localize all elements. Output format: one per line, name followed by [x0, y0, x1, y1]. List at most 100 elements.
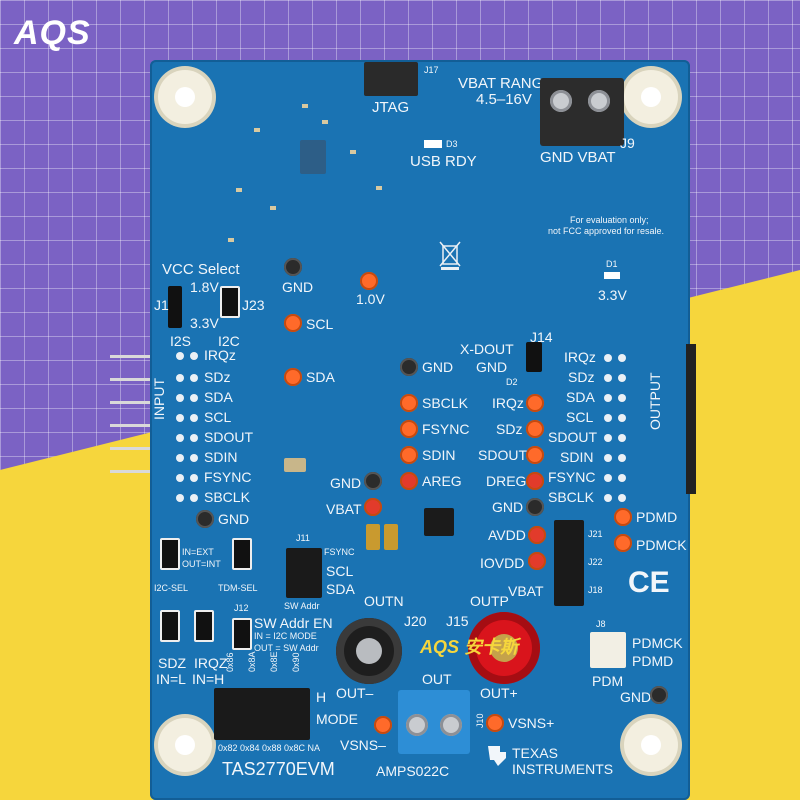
testpoint-avdd	[528, 526, 546, 544]
gnd-tp1-label: GND	[282, 279, 314, 295]
out-pin-2: SDA	[566, 389, 595, 405]
mounting-hole	[624, 70, 678, 124]
jumper-tdm-sel[interactable]	[232, 538, 252, 570]
tdm-sel-label: TDM-SEL	[218, 583, 258, 593]
irqz-label: IRQZ	[194, 655, 228, 671]
bga-chip	[300, 140, 326, 174]
testpoint-irqz	[526, 394, 544, 412]
header-j1	[168, 286, 182, 328]
smd-part	[228, 238, 234, 242]
crystal-c88	[284, 458, 306, 472]
testpoint-gnd	[196, 510, 214, 528]
pin-dot	[190, 454, 198, 462]
header-pin	[110, 470, 152, 473]
pin-dot	[604, 474, 612, 482]
tas2770-ic	[424, 508, 454, 536]
fsync-label: FSYNC	[422, 421, 470, 437]
gnd-x-label: GND	[476, 359, 508, 375]
header-j21-j22-j18	[554, 520, 584, 606]
header-j14	[526, 342, 542, 372]
out-plus-label: OUT+	[480, 685, 518, 701]
testpoint-gnd	[284, 258, 302, 276]
pin-dot	[190, 414, 198, 422]
jumper-i2c-sel[interactable]	[160, 538, 180, 570]
out-pin-7: SBCLK	[548, 489, 594, 505]
vbat-range-label: VBAT RANGE	[458, 75, 554, 92]
in-pin-0: IRQz	[204, 347, 236, 363]
vsns-plus-label: VSNS+	[508, 715, 555, 731]
header-pin	[110, 355, 152, 358]
right-edge-header	[686, 344, 696, 494]
j12-label: J12	[234, 603, 249, 613]
pin-dot	[190, 494, 198, 502]
smd-part	[236, 188, 242, 192]
j18-label: J18	[588, 585, 603, 595]
testpoint-scl	[284, 314, 302, 332]
fcc-notice-line1: For evaluation only;	[570, 215, 649, 225]
ti-line1: TEXAS	[512, 745, 558, 761]
pin-dot	[604, 434, 612, 442]
pin-dot	[618, 414, 626, 422]
i2s-label: I2S	[170, 333, 192, 349]
x-dout-label: X-DOUT	[460, 341, 514, 357]
j22-label: J22	[588, 557, 603, 567]
outp-label: OUTP	[470, 593, 509, 609]
header-pin	[110, 424, 152, 427]
input-side-label: INPUT	[151, 378, 167, 420]
i2c-mode-label: IN = I2C MODE	[254, 631, 317, 641]
pin-dot	[190, 352, 198, 360]
testpoint-pdmd	[614, 508, 632, 526]
pin-dot	[604, 454, 612, 462]
pin-dot	[176, 494, 184, 502]
d1-label: D1	[606, 259, 618, 269]
pin-dot	[190, 374, 198, 382]
h-label: H	[316, 689, 327, 705]
testpoint-areg	[400, 472, 418, 490]
testpoint-vsns-minus	[374, 716, 392, 734]
header-pin	[110, 447, 152, 450]
iovdd-label: IOVDD	[480, 555, 525, 571]
pin-dot	[176, 474, 184, 482]
vbat-range-value: 4.5–16V	[476, 91, 532, 108]
i2c-sel-label: I2C-SEL	[154, 583, 189, 593]
capacitor	[384, 524, 398, 550]
scl-j-label: SCL	[326, 563, 354, 579]
areg-label: AREG	[422, 473, 462, 489]
j14-label: J14	[530, 329, 553, 345]
gnd-tp3-label: GND	[330, 475, 362, 491]
jack-center	[490, 634, 518, 662]
testpoint-sdz	[526, 420, 544, 438]
j1-label: J1	[154, 297, 169, 313]
sw-addr-label: SW Addr	[284, 601, 320, 611]
d2-label: D2	[506, 377, 518, 387]
header-pin	[110, 378, 152, 381]
screw-icon	[550, 90, 572, 112]
jack-center	[356, 638, 382, 664]
ti-line2: INSTRUMENTS	[512, 761, 614, 777]
jumper-sdz[interactable]	[160, 610, 180, 642]
jumper-j12[interactable]	[232, 618, 252, 650]
capacitor	[366, 524, 380, 550]
mounting-hole	[158, 70, 212, 124]
gnd-tp2-label: GND	[422, 359, 454, 375]
out-minus-label: OUT–	[336, 685, 374, 701]
jumper-irqz[interactable]	[194, 610, 214, 642]
pin-dot	[618, 474, 626, 482]
out-int-label: OUT=INT	[182, 559, 221, 569]
jtag-label: JTAG	[372, 99, 410, 116]
vbat-j-label: VBAT	[508, 583, 544, 599]
jumper-j23[interactable]	[220, 286, 240, 318]
led-d1	[604, 272, 620, 279]
gnd-b-label: GND	[620, 689, 652, 705]
in-pin-6: FSYNC	[204, 469, 252, 485]
vbat-terminal-block	[540, 78, 624, 146]
smd-part	[350, 150, 356, 154]
sdz-r-label: SDz	[496, 421, 523, 437]
mounting-hole	[158, 718, 212, 772]
pin-dot	[176, 434, 184, 442]
sw-addr-mode-label: OUT = SW Addr	[254, 643, 319, 653]
header-pin	[110, 401, 152, 404]
i2c-label: I2C	[218, 333, 240, 349]
addr-0: 0x86	[225, 652, 235, 672]
pdmd-b-label: PDMD	[632, 653, 674, 669]
